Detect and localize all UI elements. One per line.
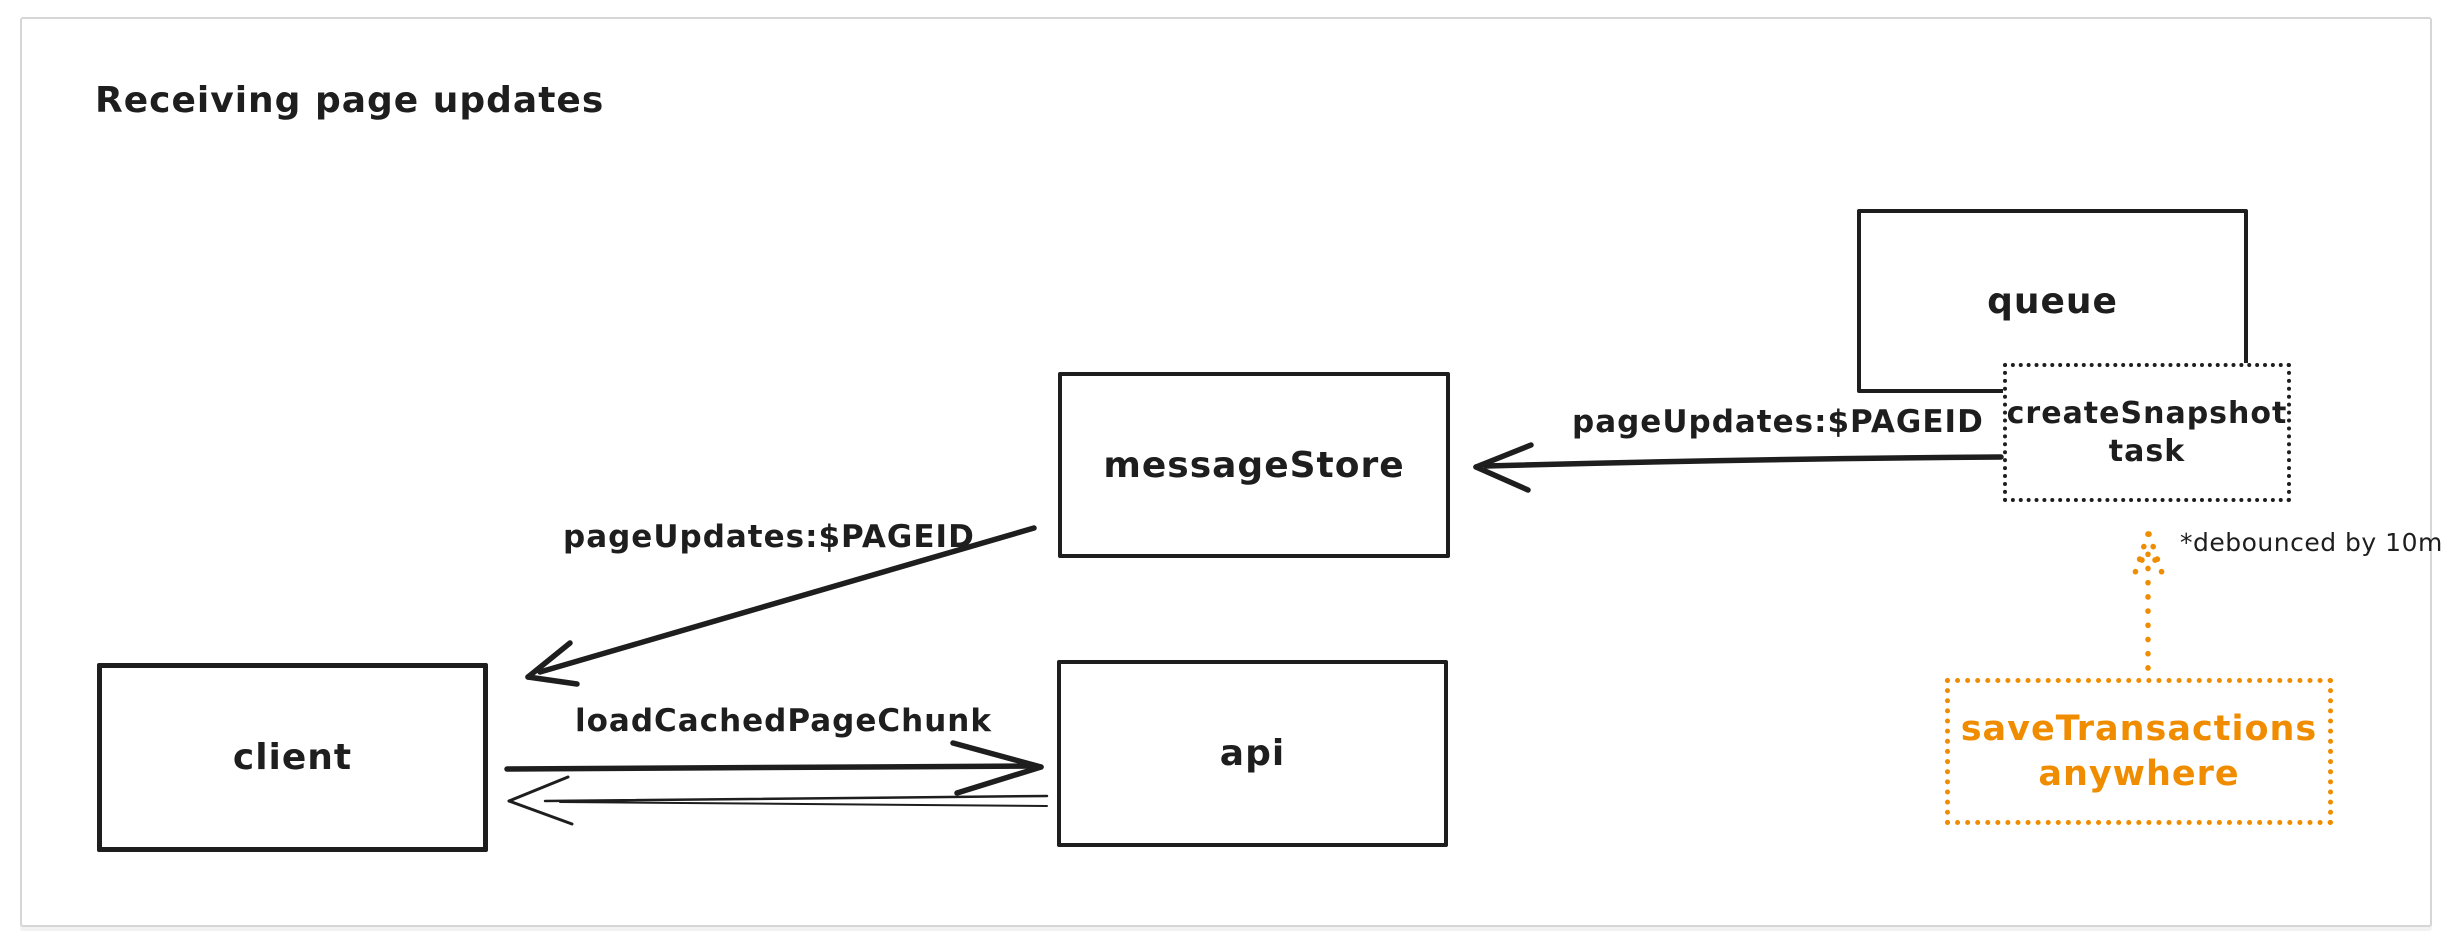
node-queue-label: queue (1987, 280, 2118, 322)
node-save-transactions-label-line2: anywhere (2038, 753, 2240, 794)
node-api-label: api (1219, 733, 1286, 774)
node-create-snapshot-label-line2: task (2108, 433, 2186, 469)
node-create-snapshot-task: createSnapshot task (2003, 363, 2291, 502)
edge-label-debounced-note: *debounced by 10m (2180, 528, 2443, 557)
node-api: api (1057, 660, 1448, 847)
node-message-store-label: messageStore (1103, 444, 1405, 486)
edge-label-pageupdates-queue-side: pageUpdates:$PAGEID (1572, 404, 1984, 440)
node-message-store: messageStore (1058, 372, 1450, 558)
edge-label-pageupdates-client-side: pageUpdates:$PAGEID (563, 519, 975, 555)
node-client-label: client (232, 737, 353, 778)
node-create-snapshot-label-line1: createSnapshot (2006, 395, 2288, 431)
edge-label-loadcachedpagechunk: loadCachedPageChunk (575, 703, 992, 739)
node-queue: queue (1857, 209, 2248, 393)
node-save-transactions: saveTransactions anywhere (1945, 678, 2333, 825)
node-save-transactions-label-line1: saveTransactions (1960, 708, 2318, 749)
diagram-title: Receiving page updates (95, 80, 605, 121)
node-client: client (97, 663, 488, 852)
